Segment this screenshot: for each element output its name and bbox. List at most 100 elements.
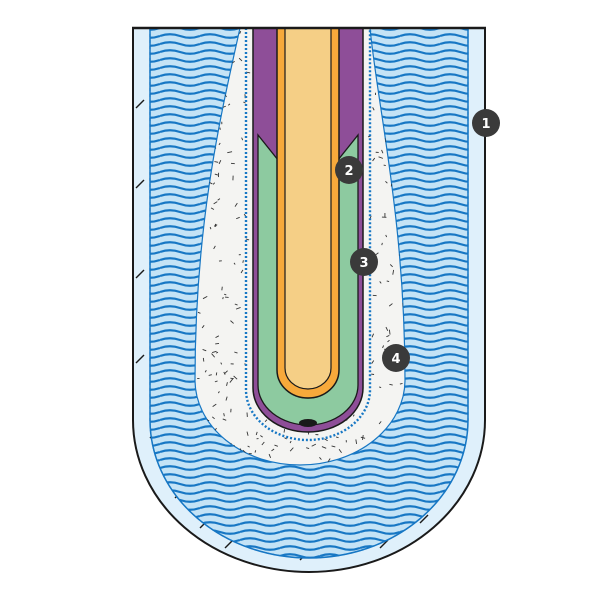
wall-hatch-mark bbox=[135, 99, 145, 109]
speckle-dot bbox=[230, 377, 234, 380]
speckle-dot bbox=[386, 335, 390, 338]
speckle-dot bbox=[327, 458, 331, 463]
speckle-dot bbox=[222, 418, 227, 421]
speckle-dot bbox=[227, 151, 233, 154]
speckle-dot bbox=[399, 382, 403, 385]
callout-3-label: 3 bbox=[359, 256, 368, 271]
speckle-dot bbox=[224, 370, 228, 374]
speckle-dot bbox=[226, 382, 228, 386]
speckle-dot bbox=[271, 448, 275, 452]
callout-4-label: 4 bbox=[391, 352, 400, 367]
speckle-dot bbox=[289, 440, 292, 444]
speckle-dot bbox=[371, 360, 375, 364]
core-fill-shape bbox=[284, 27, 332, 390]
speckle-dot bbox=[387, 339, 390, 343]
speckle-dot bbox=[225, 396, 228, 401]
speckle-dot bbox=[217, 391, 220, 394]
speckle-dot bbox=[255, 431, 258, 436]
callout-4-dot bbox=[382, 344, 410, 372]
speckle-dot bbox=[210, 207, 215, 210]
water-inner-outline bbox=[149, 28, 469, 559]
speckle-dot bbox=[382, 345, 385, 349]
speckle-dot bbox=[245, 238, 250, 241]
blue-sheath-outline bbox=[244, 28, 372, 442]
speckle-dot bbox=[352, 414, 355, 417]
speckle-dot bbox=[338, 448, 342, 454]
speckle-dot bbox=[379, 386, 382, 388]
speckle-dot bbox=[215, 372, 218, 376]
speckle-dot bbox=[229, 378, 234, 383]
speckle-dot bbox=[375, 252, 379, 256]
speckle-dot bbox=[388, 329, 391, 335]
speckle-dot bbox=[319, 457, 322, 460]
speckle-dot bbox=[283, 428, 286, 433]
speckle-dot bbox=[212, 403, 217, 407]
callout-3-dot bbox=[350, 248, 378, 276]
speckle-dot bbox=[384, 138, 387, 143]
speckle-dot bbox=[311, 443, 317, 447]
speckle-dot bbox=[214, 173, 219, 176]
callout-2-label: 2 bbox=[344, 164, 353, 179]
speckle-dot bbox=[204, 370, 207, 373]
speckle-dot bbox=[240, 269, 244, 274]
wall-hatch-mark bbox=[419, 514, 429, 524]
speckle-dot bbox=[274, 444, 279, 447]
speckle-dot bbox=[230, 320, 234, 324]
speckle-dot bbox=[289, 447, 294, 452]
speckle-dot bbox=[235, 307, 241, 310]
speckle-dot bbox=[324, 438, 328, 442]
speckle-dot bbox=[241, 137, 244, 141]
speckle-dot bbox=[388, 303, 393, 307]
speckle-dot bbox=[268, 453, 272, 459]
speckle-dot bbox=[385, 234, 388, 238]
speckle-dot bbox=[227, 103, 231, 106]
wall-hatch-mark bbox=[135, 179, 145, 189]
speckle-dot bbox=[222, 105, 226, 108]
callout-2: 2 bbox=[335, 156, 363, 184]
speckle-dot bbox=[247, 445, 250, 448]
speckle-dot bbox=[215, 335, 220, 339]
speckle-dot bbox=[264, 419, 268, 423]
speckle-dot bbox=[202, 357, 205, 362]
speckle-dot bbox=[236, 216, 240, 220]
callout-1: 1 bbox=[472, 109, 500, 137]
speckle-dot bbox=[306, 447, 310, 449]
speckle-dot bbox=[369, 215, 372, 219]
speckle-dot bbox=[202, 295, 208, 300]
wall-hatch-mark bbox=[135, 269, 145, 279]
speckle-dot bbox=[214, 161, 219, 163]
wall-hatch-mark bbox=[379, 539, 389, 549]
speckle-dot bbox=[234, 303, 238, 306]
speckle-dot bbox=[214, 380, 218, 383]
speckle-dot bbox=[197, 311, 201, 314]
speckle-dot bbox=[389, 383, 393, 386]
callout-3: 3 bbox=[350, 248, 378, 276]
speckle-dot bbox=[201, 325, 205, 329]
speckle-dot bbox=[234, 202, 238, 207]
speckle-dot bbox=[217, 198, 221, 201]
speckle-dot bbox=[212, 182, 216, 185]
speckle-dot bbox=[378, 421, 382, 425]
speckle-dot bbox=[260, 435, 263, 438]
speckle-dot bbox=[222, 297, 224, 300]
speckle-dot bbox=[389, 264, 393, 268]
speckle-dot bbox=[218, 142, 221, 146]
speckle-dot bbox=[218, 159, 222, 165]
speckle-dot bbox=[371, 333, 375, 338]
callout-2-dot bbox=[335, 156, 363, 184]
speckle-dot bbox=[360, 436, 366, 439]
speckle-dot bbox=[223, 413, 225, 417]
speckle-dot bbox=[372, 107, 375, 111]
speckle-dot bbox=[239, 31, 242, 34]
speckle-dot bbox=[261, 441, 265, 446]
speckle-dot bbox=[211, 353, 216, 358]
speckle-dot bbox=[242, 260, 244, 263]
speckle-dot bbox=[209, 226, 212, 230]
speckle-dot bbox=[392, 269, 395, 275]
speckle-dot bbox=[386, 280, 390, 283]
speckle-dot bbox=[242, 449, 247, 454]
speckle-dot bbox=[213, 201, 218, 205]
callout-4: 4 bbox=[382, 344, 410, 372]
speckle-dot bbox=[335, 436, 339, 439]
